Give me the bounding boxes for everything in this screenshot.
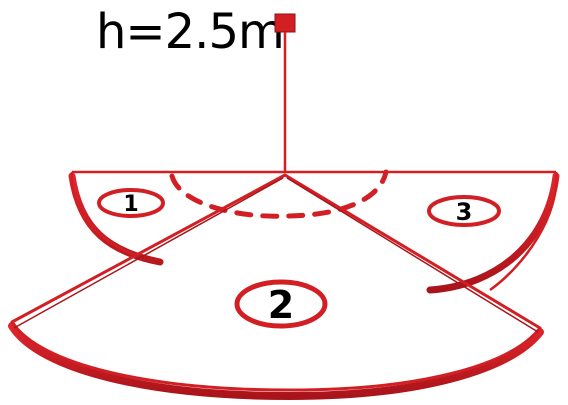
zone-1-badge: 1 <box>97 188 165 218</box>
zone-2-ellipse <box>234 279 328 329</box>
left-side-boundary <box>70 171 136 257</box>
zone-1-ellipse <box>97 188 165 218</box>
zone-1-label: 1 <box>123 192 138 217</box>
sensor-mount <box>274 13 296 172</box>
zone-2-left-edge-shade <box>13 177 284 329</box>
sensor-cube-icon <box>274 13 296 33</box>
near-zone-dashed-arc <box>169 169 389 219</box>
zone-3-label: 3 <box>456 198 473 226</box>
zone-3-ellipse <box>427 195 501 227</box>
zone-3-badge: 3 <box>427 195 501 227</box>
right-side-boundary <box>489 171 558 292</box>
outer-zone-outline <box>70 170 558 292</box>
zone-2-rim <box>8 322 544 401</box>
zone-2-label: 2 <box>268 283 294 327</box>
mounting-height-label: h=2.5m <box>96 4 285 60</box>
zone-2-badge: 2 <box>234 279 328 329</box>
zone-2-right-edge-shade <box>286 177 539 333</box>
zone-2-wedge <box>8 173 544 401</box>
zone-2-outline <box>10 173 542 392</box>
